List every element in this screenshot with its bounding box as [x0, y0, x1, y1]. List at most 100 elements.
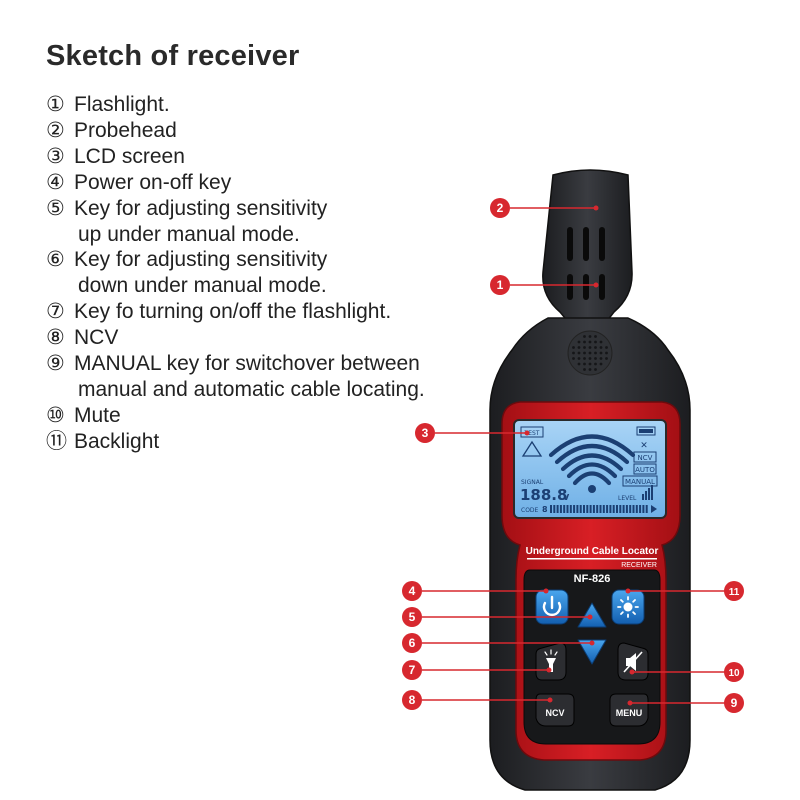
lcd-test-label: TEST	[524, 430, 540, 437]
signal-wave-icon	[548, 434, 636, 486]
speaker-hole	[605, 351, 608, 355]
ncv-button[interactable]	[535, 693, 575, 727]
sensitivity-down-button[interactable]	[577, 639, 607, 665]
model-label: NF-826	[574, 573, 611, 585]
leader-dot	[627, 700, 633, 706]
bargraph-tick	[609, 505, 612, 513]
speaker-hole	[583, 340, 586, 344]
bargraph-arrow-icon	[651, 505, 657, 513]
menu-button[interactable]	[609, 693, 649, 727]
speaker-hole	[583, 346, 586, 349]
speaker-hole	[605, 357, 608, 360]
speaker-hole	[599, 357, 603, 360]
bargraph-tick	[583, 505, 585, 513]
speaker-hole	[588, 335, 592, 338]
bargraph-tick	[606, 505, 609, 513]
lcd-code-label: CODE	[521, 507, 539, 514]
bargraph-tick	[556, 505, 559, 513]
probe-slot	[583, 227, 589, 261]
speaker-hole	[594, 351, 597, 355]
lcd-unit: V	[563, 493, 570, 502]
lcd-manual-label: MANUAL	[625, 478, 655, 486]
speaker-hole	[583, 368, 586, 371]
speaker-hole	[577, 362, 581, 366]
flashlight-rays-icon	[544, 649, 558, 656]
svg-text:5: 5	[409, 610, 416, 624]
speaker-hole	[599, 362, 603, 366]
speaker-hole	[588, 346, 592, 349]
callout-10: 10	[724, 662, 744, 682]
speaker-hole	[599, 351, 603, 355]
leader-dot	[625, 588, 631, 594]
speaker-hole	[588, 357, 592, 360]
bargraph-tick	[550, 505, 552, 513]
speaker-hole	[577, 357, 581, 360]
bargraph-tick	[566, 505, 569, 513]
leader-dot	[587, 614, 593, 620]
bargraph-tick	[563, 505, 566, 513]
bargraph-tick	[616, 505, 618, 513]
device-brand-line: Underground Cable Locator	[526, 546, 659, 557]
speaker-hole	[588, 362, 592, 366]
svg-text:1: 1	[497, 278, 504, 292]
bargraph-tick	[625, 505, 628, 513]
leader-dot	[629, 669, 635, 675]
battery-fill	[639, 429, 653, 433]
speaker-hole	[599, 346, 603, 349]
svg-text:2: 2	[497, 201, 504, 215]
power-icon	[542, 601, 562, 616]
leader-dot	[589, 640, 595, 646]
speaker-hole	[594, 346, 597, 349]
bargraph-tick	[612, 505, 615, 513]
bargraph-tick	[635, 505, 638, 513]
lcd-level-label: LEVEL	[618, 495, 637, 502]
svg-text:9: 9	[731, 696, 738, 710]
speaker-hole	[583, 357, 586, 360]
leader-dot	[593, 205, 599, 211]
leader-dot	[547, 697, 553, 703]
speaker-hole	[572, 346, 575, 349]
bargraph-tick	[639, 505, 642, 513]
speaker-hole	[588, 368, 592, 371]
callout-7: 7	[402, 660, 422, 680]
legend-item-9-cont: manual and automatic cable locating.	[78, 377, 425, 401]
callout-5: 5	[402, 607, 422, 627]
callout-4: 4	[402, 581, 422, 601]
bargraph-tick	[592, 505, 595, 513]
bargraph-tick	[589, 505, 592, 513]
svg-text:7: 7	[409, 663, 416, 677]
legend-item-6-cont: down under manual mode.	[78, 274, 327, 298]
lcd-signal-label: SIGNAL	[521, 479, 544, 486]
leader-dot	[546, 667, 552, 673]
speaker-hole	[577, 351, 581, 355]
bargraph-tick	[559, 505, 562, 513]
legend-item-5-cont: up under manual mode.	[78, 222, 300, 246]
lcd-reading: 188.8	[520, 486, 567, 504]
bargraph-tick	[579, 505, 582, 513]
speaker-hole	[594, 368, 597, 371]
speaker-hole	[605, 346, 608, 349]
speaker-hole	[594, 340, 597, 344]
speaker-hole	[594, 362, 597, 366]
speaker-hole	[588, 340, 592, 344]
menu-button-label: MENU	[616, 708, 643, 718]
lcd-screen	[513, 419, 667, 519]
bargraph-tick	[629, 505, 632, 513]
sensitivity-up-button[interactable]	[577, 602, 607, 628]
bargraph-tick	[586, 505, 589, 513]
bargraph-tick	[553, 505, 556, 513]
lcd-auto-label: AUTO	[635, 466, 655, 474]
svg-text:8: 8	[409, 693, 416, 707]
speaker-hole	[583, 362, 586, 366]
probe-slot	[599, 227, 605, 261]
flashlight-icon	[546, 658, 556, 672]
label-divider	[527, 558, 657, 560]
warning-icon	[521, 440, 543, 457]
